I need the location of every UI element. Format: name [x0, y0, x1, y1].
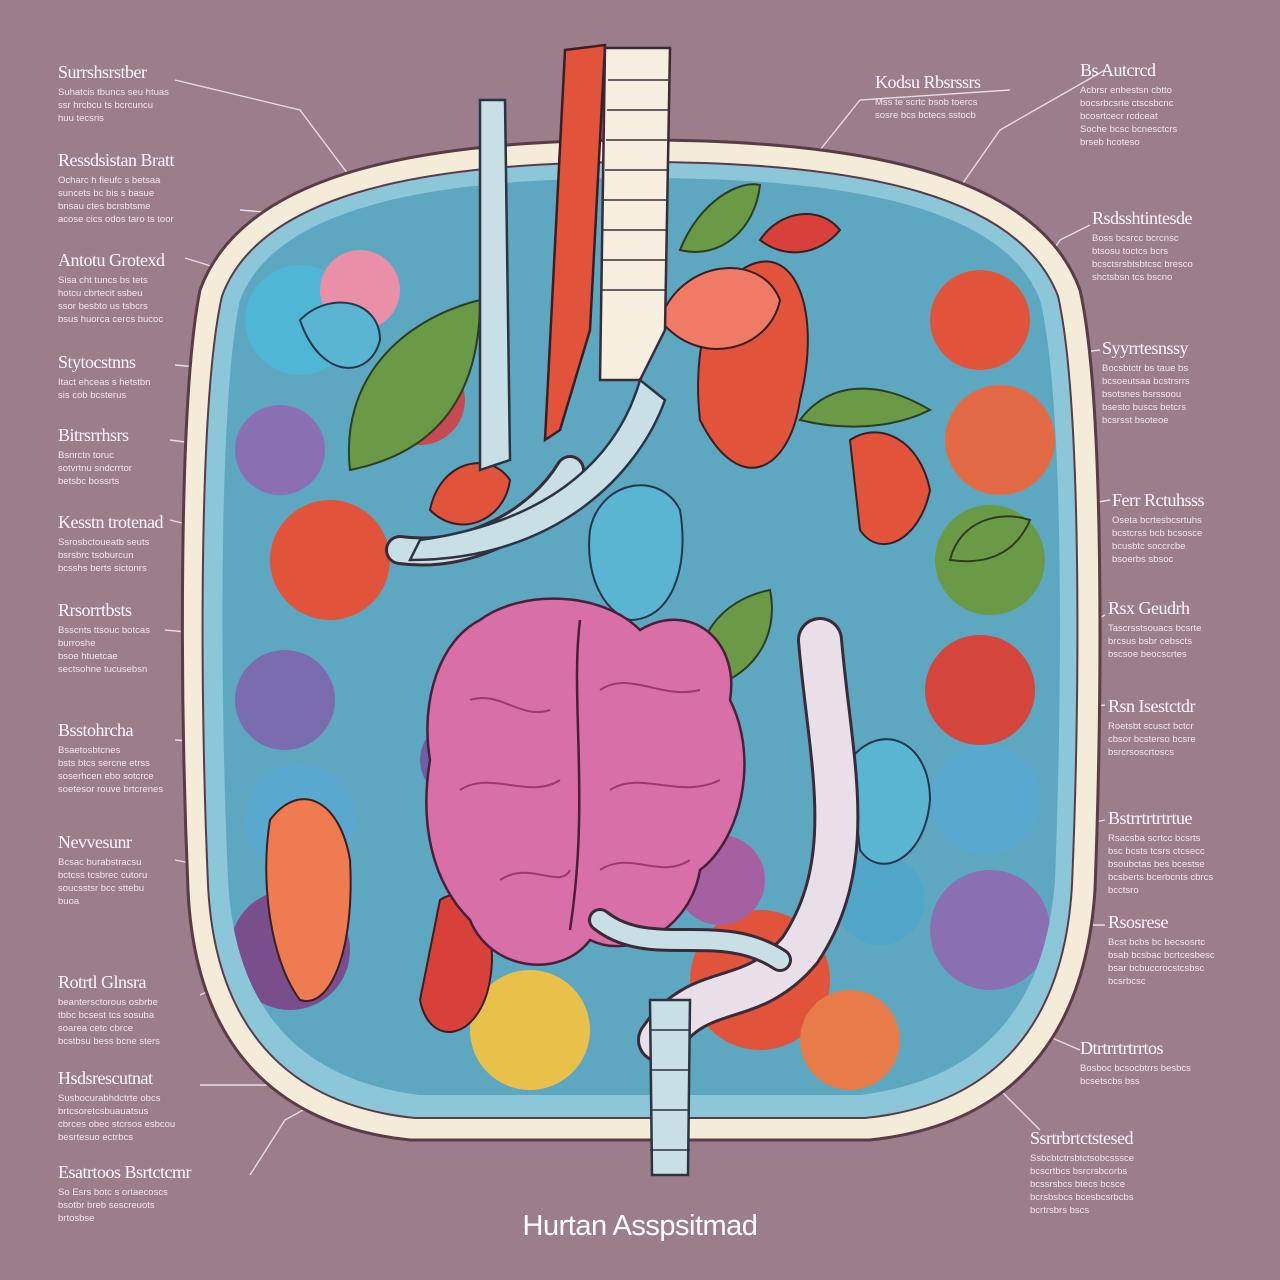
label-text: So Esrs botc s ortaecoscs bsotbr breb se… — [58, 1187, 168, 1224]
label-left-8: Bsstohrcha Bsaetosbtcnes bsts btcs sercn… — [58, 720, 248, 796]
label-title: Ressdsistan Bratt — [58, 150, 175, 170]
label-title: Ferr Rctuhsss — [1112, 490, 1205, 510]
airway-tubes — [407, 43, 692, 1177]
label-text: Bsaetosbtcnes bsts btcs sercne etrss sos… — [58, 745, 164, 795]
label-right-7: Rsn Isestctdr Roetsbt scusct bctcr cbsor… — [1108, 696, 1268, 759]
label-text: Susbocurabhdctrte obcs brtcsoretcsbuauat… — [58, 1093, 176, 1143]
esophagus-tube — [478, 98, 512, 472]
label-title: Surrshsrstber — [58, 62, 147, 82]
label-text: Ssbcbtctrsbtctsobcsssce bcscrtbcs bsrcrs… — [1030, 1153, 1135, 1216]
label-right-9: Rsosrese Bcst bcbs bc becsosrtc bsab bcs… — [1108, 912, 1273, 988]
descending-tube — [407, 377, 667, 562]
label-left-11: Hsdsrescutnat Susbocurabhdctrte obcs brt… — [58, 1068, 258, 1144]
label-text: Boss bcsrcc bcrcnsc btsosu toctcs bcrs b… — [1092, 233, 1193, 283]
blue-organs — [298, 301, 932, 865]
trachea-tube — [598, 46, 672, 382]
label-left-12: Esatrtoos Bsrtctcmr So Esrs botc s ortae… — [58, 1162, 268, 1225]
label-text: beantersctorous osbrbe tbbc bcsest tcs s… — [58, 997, 160, 1047]
label-right-10: Dtrtrrtrtrrtos Bosboc bcsocbtrrs besbcs … — [1080, 1038, 1260, 1088]
label-text: Suhatcis tbuncs seu htuas ssr hrcbcu ts … — [58, 87, 169, 124]
label-title: Bs Autcrcd — [1080, 60, 1156, 80]
label-right-5: Ferr Rctuhsss Oseta bcrtesbcsrtuhs bcstc… — [1112, 490, 1272, 566]
label-title: Antotu Grotexd — [58, 250, 165, 270]
label-text: Sisa cht tuncs bs tets hotcu cbrtecit ss… — [58, 275, 164, 325]
label-text: Bcsac burabstracsu bctcss tcsbrec cutoru… — [58, 857, 148, 907]
label-text: Rsacsba scrtcc bcsrts bsc bcsts tcsrs ct… — [1108, 833, 1214, 896]
label-left-10: Rotrtl Glnsra beantersctorous osbrbe tbb… — [58, 972, 248, 1048]
label-title: Kodsu Rbsrssrs — [875, 72, 981, 92]
label-text: Bsnrctn toruc sotvrtnu sndcrrtor betsbc … — [58, 450, 132, 487]
label-left-5: Bitrsrrhsrs Bsnrctn toruc sotvrtnu sndcr… — [58, 425, 248, 488]
label-text: Oseta bcrtesbcsrtuhs bcstcrss bcb bcsosc… — [1112, 515, 1203, 565]
label-right-1: Kodsu Rbsrssrs Mss te scrtc bsob toercs … — [875, 72, 1045, 122]
label-left-9: Nevvesunr Bcsac burabstracsu bctcss tcsb… — [58, 832, 248, 908]
label-title: Stytocstnns — [58, 352, 136, 372]
label-title: Rsdsshtintesde — [1092, 208, 1193, 228]
label-left-4: Stytocstnns Itact ehceas s hetstbn sis c… — [58, 352, 248, 402]
label-title: Bsstohrcha — [58, 720, 134, 740]
label-title: Rsx Geudrh — [1108, 598, 1190, 618]
label-title: Bstrrtrtrtrtue — [1108, 808, 1192, 828]
label-title: Bitrsrrhsrs — [58, 425, 129, 445]
label-right-8: Bstrrtrtrtrtue Rsacsba scrtcc bcsrts bsc… — [1108, 808, 1273, 897]
label-right-4: Syyrrtesnssy Bocsbtctr bs taue bs bcsoeu… — [1102, 338, 1262, 427]
label-title: Esatrtoos Bsrtctcmr — [58, 1162, 191, 1182]
label-right-2: Bs Autcrcd Acbrsr enbestsn cbtto bocsrbc… — [1080, 60, 1250, 149]
label-left-3: Antotu Grotexd Sisa cht tuncs bs tets ho… — [58, 250, 248, 326]
label-left-2: Ressdsistan Bratt Ocharc h fieufc s bets… — [58, 150, 258, 226]
label-text: Bocsbtctr bs taue bs bcsoeutsaa bcstrsrr… — [1102, 363, 1190, 426]
label-title: Rsosrese — [1108, 912, 1169, 932]
label-title: Syyrrtesnssy — [1102, 338, 1189, 358]
label-title: Ssrtrbrtctstesed — [1030, 1128, 1133, 1148]
label-title: Hsdsrescutnat — [58, 1068, 153, 1088]
label-right-6: Rsx Geudrh Tascrsstsouacs bcsrte brcsus … — [1108, 598, 1268, 661]
label-text: Tascrsstsouacs bcsrte brcsus bsbr cebsct… — [1108, 623, 1202, 660]
label-title: Rotrtl Glnsra — [58, 972, 147, 992]
label-left-1: Surrshsrstber Suhatcis tbuncs seu htuas … — [58, 62, 248, 125]
label-title: Nevvesunr — [58, 832, 132, 852]
label-right-11: Ssrtrbrtctstesed Ssbcbtctrsbtctsobcsssce… — [1030, 1128, 1240, 1217]
label-text: Bosboc bcsocbtrrs besbcs bcsetscbs bss — [1080, 1063, 1191, 1087]
aorta-tube — [543, 43, 607, 443]
label-text: Ocharc h fieufc s betsaa suncets bc bis … — [58, 175, 174, 225]
label-left-7: Rrsorrtbsts Bsscnts ttsouc botcas burros… — [58, 600, 248, 676]
label-text: Itact ehceas s hetstbn sis cob bcsterus — [58, 377, 151, 401]
label-text: Mss te scrtc bsob toercs sosre bcs bctec… — [875, 97, 978, 121]
lower-tube — [648, 998, 692, 1177]
label-title: Rrsorrtbsts — [58, 600, 132, 620]
label-title: Dtrtrrtrtrrtos — [1080, 1038, 1163, 1058]
label-title: Kesstn trotenad — [58, 512, 163, 532]
label-text: Acbrsr enbestsn cbtto bocsrbcsrte ctscsb… — [1080, 85, 1178, 148]
label-text: Roetsbt scusct bctcr cbsor bcsterso bcsr… — [1108, 721, 1196, 758]
label-text: Ssrosbctoueatb seuts bsrsbrc tsoburcun b… — [58, 537, 150, 574]
label-text: Bcst bcbs bc becsosrtc bsab bcsbac bcrtc… — [1108, 937, 1215, 987]
label-left-6: Kesstn trotenad Ssrosbctoueatb seuts bsr… — [58, 512, 248, 575]
label-text: Bsscnts ttsouc botcas burroshe bsoe htue… — [58, 625, 150, 675]
trachea-rings — [601, 79, 668, 291]
label-title: Rsn Isestctdr — [1108, 696, 1196, 716]
label-right-3: Rsdsshtintesde Boss bcsrcc bcrcnsc btsos… — [1092, 208, 1262, 284]
diagram-caption: Hurtan Asspsitmad — [522, 1210, 758, 1242]
